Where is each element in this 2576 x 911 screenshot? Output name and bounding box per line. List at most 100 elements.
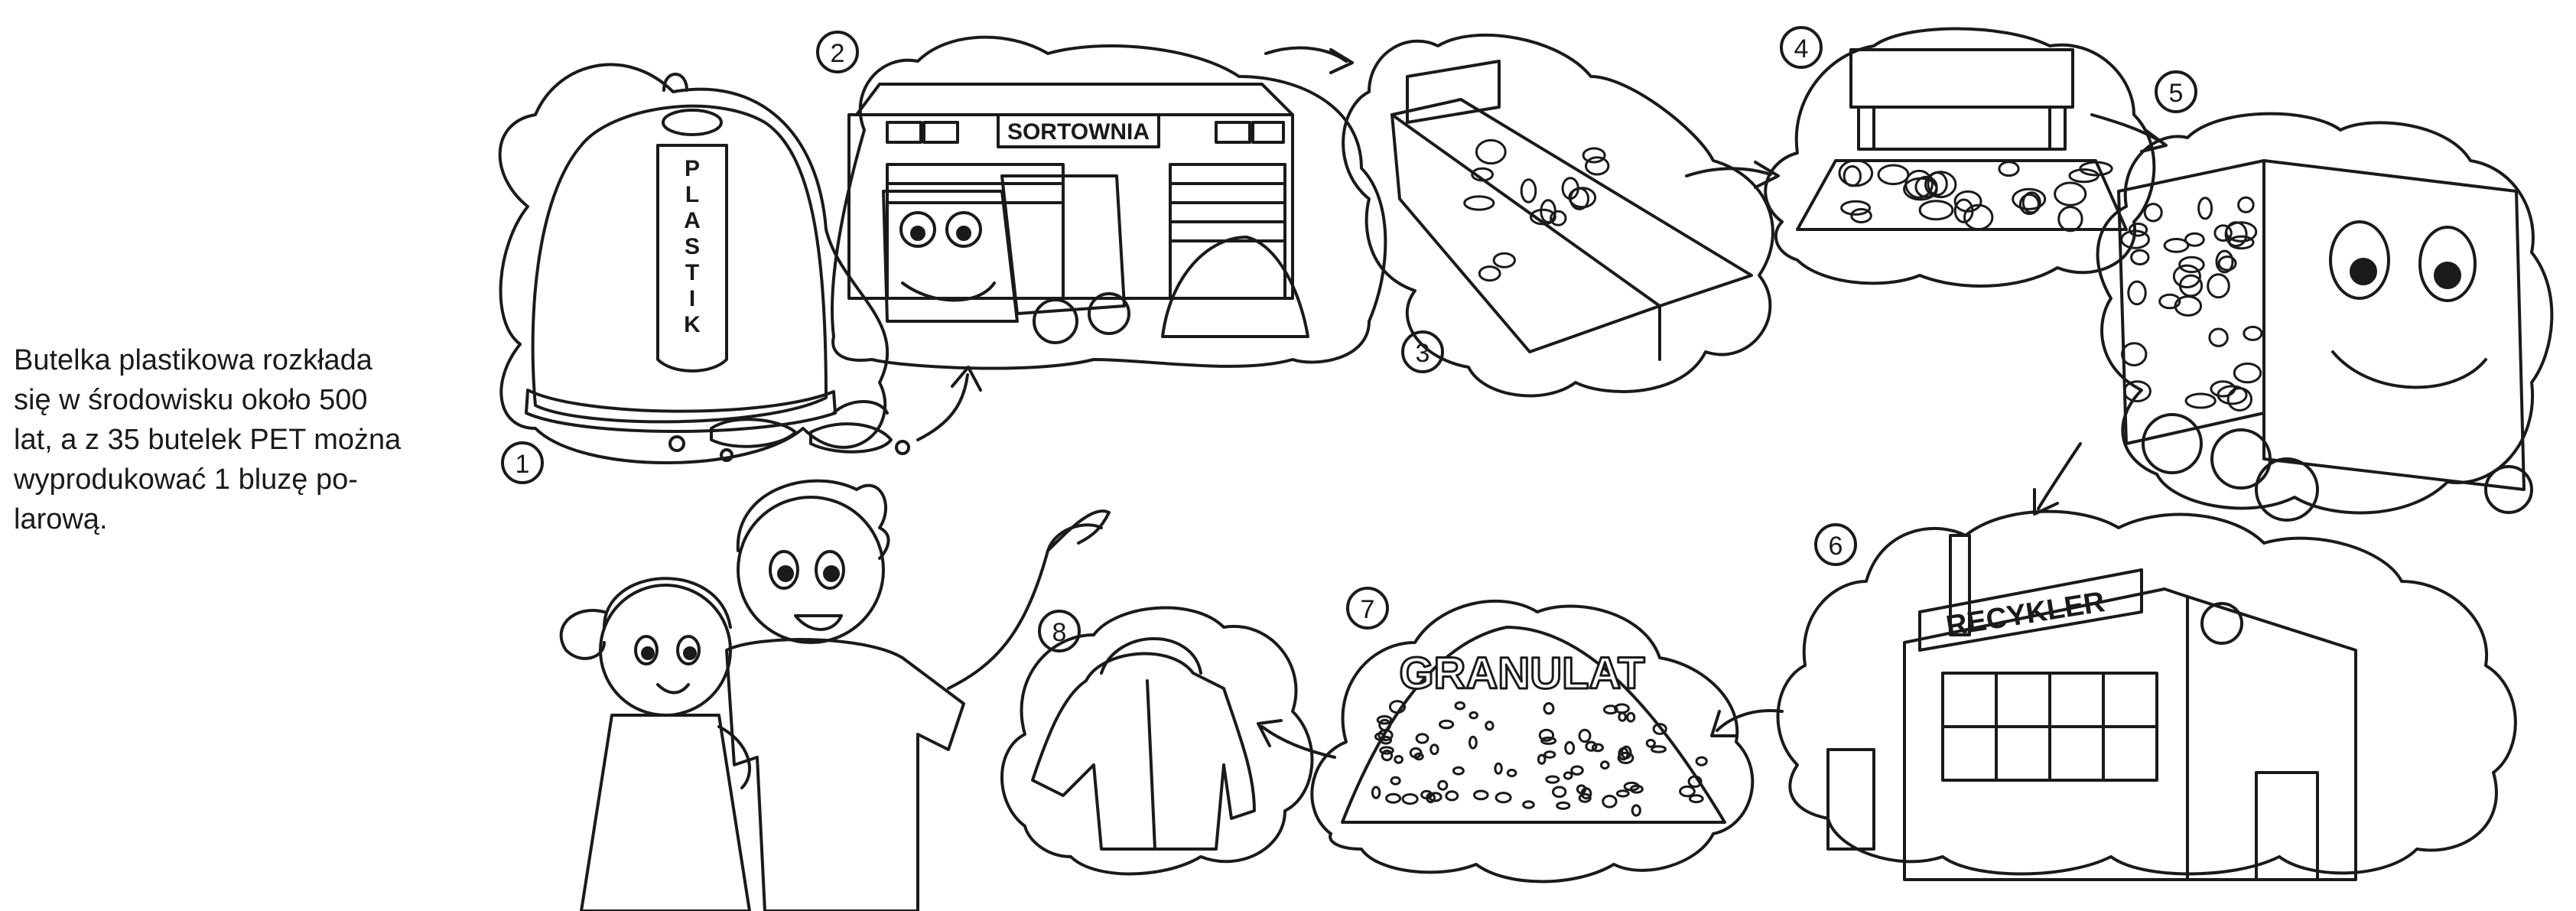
pellets-blob <box>1585 740 1598 752</box>
girl-head <box>599 584 732 717</box>
pellets-blob <box>1631 804 1641 817</box>
baleItems-blob <box>1953 190 1982 213</box>
convItems-blob <box>1540 199 1556 224</box>
cargoTex-blob <box>2217 385 2248 405</box>
garbage-truck <box>882 174 1130 344</box>
convItems-blob <box>1520 178 1537 203</box>
flow-arrow <box>2037 442 2082 510</box>
cargoTex-blob <box>2207 273 2230 299</box>
arrowhead <box>2140 129 2168 153</box>
pellets-blob <box>1437 779 1449 791</box>
baleItems-blob <box>2054 181 2087 207</box>
pellets-blob <box>1379 746 1394 755</box>
arrowhead <box>2033 488 2059 516</box>
step-number: 7 <box>1361 595 1375 624</box>
cargoTex-blob <box>2120 229 2151 249</box>
cargoTex-blob <box>2184 392 2217 409</box>
step-6-recycler-scene: RECYKLER 6 <box>1776 509 2517 881</box>
jacket-hood <box>1100 637 1202 675</box>
cloud-bubble <box>1310 599 1755 883</box>
intro-line: lat, a z 35 butelek PET można <box>14 424 402 456</box>
pellets-blob <box>1495 792 1512 804</box>
girl <box>559 577 751 911</box>
pellets-blob <box>1626 711 1636 723</box>
cargoTex-blob <box>2213 224 2233 242</box>
pellets-blob <box>1394 755 1403 764</box>
pellets-blob <box>1388 700 1407 714</box>
pellets-blob <box>1469 735 1478 750</box>
pellets-blob <box>1578 728 1592 743</box>
pellets-blob <box>1537 753 1547 765</box>
convItems-blob <box>1475 138 1507 165</box>
pellets-blob <box>1485 721 1495 731</box>
factory-tanks <box>1826 748 2319 881</box>
jacket-zipper <box>1146 679 1156 851</box>
pellets-blob <box>1591 743 1605 753</box>
pellets-blob <box>1679 785 1696 798</box>
bin-label-letter: P <box>685 156 700 181</box>
pellets-blob <box>1454 701 1466 711</box>
pellets-blob <box>1563 771 1573 780</box>
girl-hair <box>559 577 732 660</box>
cargoTex-blob <box>2128 223 2148 237</box>
cargoTex-blob <box>2215 249 2234 274</box>
granulate-pellets <box>1371 700 1708 817</box>
flow-arrow <box>916 373 969 441</box>
cargoTex-blob <box>2208 327 2229 347</box>
baleItems-blob <box>1924 171 1957 199</box>
factory-annex <box>2186 595 2357 881</box>
conveyor-belt <box>1390 98 1753 307</box>
bin-label-letter: S <box>685 234 700 259</box>
waste-pile <box>1161 236 1309 338</box>
pellets-blob <box>1469 711 1478 720</box>
girl-dress <box>580 714 751 911</box>
pellets-blob <box>1556 801 1571 810</box>
cargoTex-blob <box>2121 342 2148 367</box>
step-4-marker: 4 <box>1780 26 1823 69</box>
convItems-blob <box>1568 187 1597 209</box>
pellets-blob <box>1473 789 1489 801</box>
building-windows <box>886 121 1285 144</box>
boy-hair <box>736 479 890 560</box>
pellets-blob <box>1545 775 1560 784</box>
cargoTex-blob <box>2225 221 2258 242</box>
pellets-blob <box>1688 794 1704 804</box>
pellets-blob <box>1376 715 1393 725</box>
spilled-bottles <box>668 400 910 462</box>
step-5-marker: 5 <box>2155 70 2197 113</box>
boy-hand <box>1046 509 1111 552</box>
pellets-blob <box>1429 743 1439 756</box>
pellets-blob <box>1415 733 1429 744</box>
sorting-label: SORTOWNIA <box>1007 119 1150 145</box>
bin-opening <box>662 109 723 136</box>
step-8-marker: 8 <box>1038 610 1081 652</box>
pellets-blob <box>1379 735 1393 745</box>
bin-label-band <box>656 144 728 373</box>
granulate-label: GRANULAT <box>1399 649 1644 698</box>
pellets-blob <box>1385 792 1402 804</box>
convItems-blob <box>1550 210 1567 226</box>
pellets-blob <box>1401 793 1419 805</box>
building-sign <box>997 113 1160 148</box>
truck-wheels <box>2142 413 2533 522</box>
arrowhead <box>1257 719 1283 747</box>
bin-label-letter: K <box>684 312 701 337</box>
pellets-blob <box>1409 747 1423 759</box>
pellets-blob <box>1602 704 1618 715</box>
pellets-blob <box>1538 728 1555 742</box>
step-number: 1 <box>516 450 530 479</box>
intro-line: Butelka plastikowa rozkłada <box>14 344 372 376</box>
cargoTex-blob <box>2210 380 2236 398</box>
cargoTex-blob <box>2228 235 2255 250</box>
building-roof <box>855 83 1294 116</box>
baleItems-blob <box>1914 175 1938 198</box>
pellets-blob <box>1371 786 1381 799</box>
baleItems-blob <box>1850 208 1872 223</box>
bale-items <box>1838 159 2113 233</box>
truck-cabin <box>2262 159 2526 491</box>
step-4-bales-scene: 4 <box>1764 26 2156 288</box>
cargoTex-blob <box>2174 295 2203 317</box>
baleItems-blob <box>2057 206 2083 233</box>
